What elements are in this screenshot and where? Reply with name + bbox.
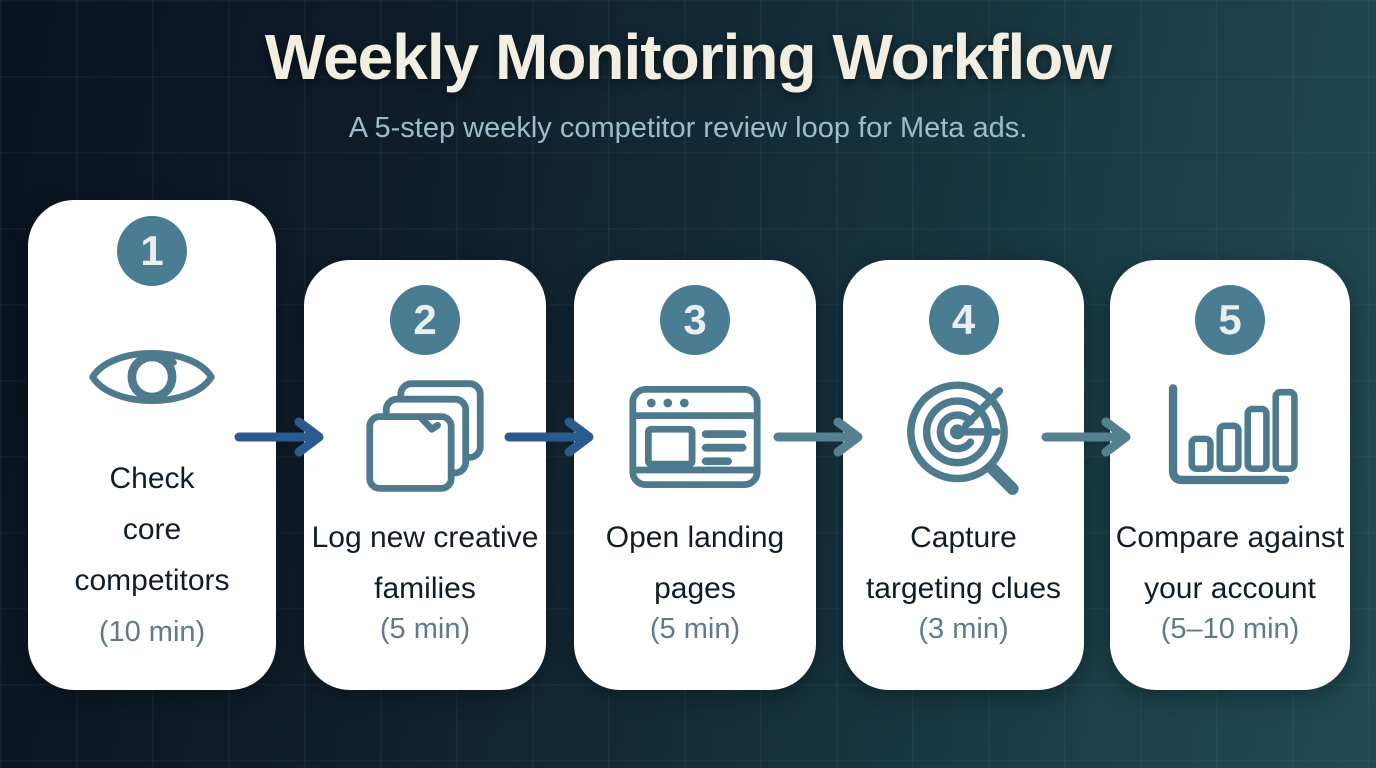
- step-number-badge: 3: [660, 285, 730, 355]
- step-duration: (5 min): [649, 613, 741, 645]
- step-label: Compare against your account: [1115, 521, 1345, 605]
- step-card-2: 2 Log new creative families (5 min): [304, 260, 546, 690]
- step-number-badge: 1: [117, 216, 187, 286]
- eye-icon: [28, 312, 276, 442]
- step-label: Capture targeting clues: [865, 521, 1062, 605]
- browser-window-icon: [574, 372, 816, 502]
- page-title: Weekly Monitoring Workflow: [264, 21, 1112, 93]
- step-duration: (5–10 min): [1160, 613, 1300, 645]
- step-duration: (3 min): [918, 613, 1009, 645]
- bar-chart-icon: [1110, 372, 1350, 502]
- target-magnifier-icon: [843, 372, 1084, 502]
- arrow-step4-to-step5: [1041, 417, 1131, 457]
- step-label: Log new creative families: [311, 521, 539, 605]
- step-card-1: 1 Check core competitors (10 min): [28, 200, 276, 690]
- arrow-step2-to-step3: [504, 417, 594, 457]
- page-subtitle: A 5-step weekly competitor review loop f…: [348, 112, 1028, 144]
- step-label: Open landing pages: [605, 521, 785, 605]
- step-duration: (10 min): [98, 616, 206, 648]
- arrow-step1-to-step2: [234, 417, 324, 457]
- step-card-5: 5 Compare against your account (5–10 min…: [1110, 260, 1350, 690]
- stacked-cards-icon: [304, 372, 546, 502]
- step-label: Check core competitors: [74, 462, 230, 597]
- step-number-badge: 4: [928, 285, 999, 355]
- step-number-badge: 5: [1195, 285, 1265, 355]
- step-duration: (5 min): [379, 613, 471, 645]
- step-number-badge: 2: [390, 285, 460, 355]
- arrow-step3-to-step4: [773, 417, 863, 457]
- step-card-4: 4 Capture targeting clues (3 min): [843, 260, 1084, 690]
- step-card-3: 3 Open landing pages (5 min): [574, 260, 816, 690]
